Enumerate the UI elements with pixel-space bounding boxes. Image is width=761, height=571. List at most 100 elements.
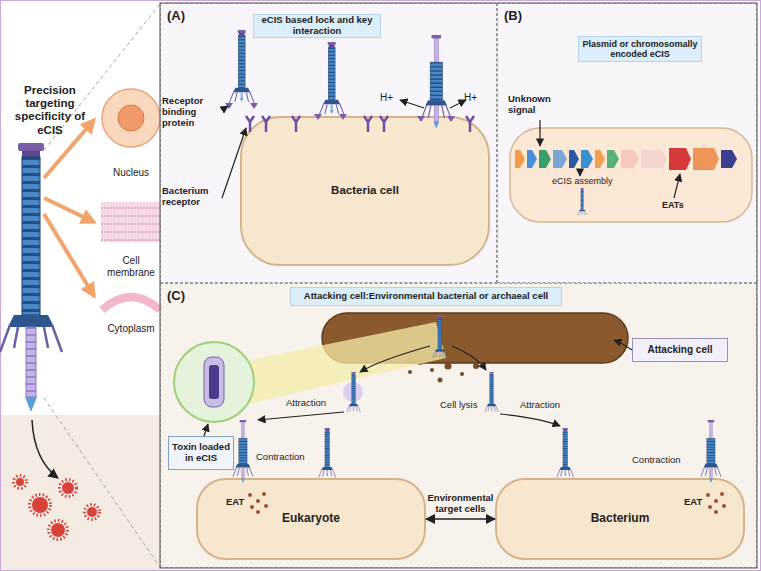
receptor-binding-protein xyxy=(417,116,455,122)
cell-debris xyxy=(408,359,490,383)
annotation-label: H+ xyxy=(380,92,393,104)
node-text: Eukaryote xyxy=(282,512,340,526)
bacterium-receptor xyxy=(246,116,474,132)
gene-cluster xyxy=(539,150,551,168)
toxin-zoom xyxy=(174,342,254,422)
node-text: (B) xyxy=(504,9,522,24)
cell-debris xyxy=(408,370,412,374)
leader-arrow xyxy=(614,340,632,350)
panel-title: Attacking cell:Environmental bacterial o… xyxy=(290,287,562,306)
nucleus-symbol xyxy=(102,89,160,147)
leader-arrow xyxy=(222,128,246,198)
ecis-glow xyxy=(343,382,363,402)
annotation-label: EATs xyxy=(662,200,684,210)
node-text: Bacterium xyxy=(591,512,650,526)
virus-particle xyxy=(85,505,100,520)
cell-box: Bacteria cell xyxy=(240,116,490,266)
target-arrow xyxy=(44,120,94,296)
node-text: (A) xyxy=(167,9,185,24)
ecis-large xyxy=(0,325,62,352)
ecis-bound xyxy=(319,428,336,477)
cell-debris xyxy=(438,378,443,383)
virus-particle xyxy=(32,497,48,513)
gene-cluster xyxy=(515,148,737,170)
gene-cluster xyxy=(569,150,579,168)
eat-particle xyxy=(708,505,712,509)
release-arrow xyxy=(32,420,58,478)
gene-cluster xyxy=(581,150,593,168)
nucleus-symbol xyxy=(118,105,144,131)
target-arrow xyxy=(44,198,94,222)
virus-particle xyxy=(51,523,65,537)
signal-arrow xyxy=(579,170,580,176)
node-text: (C) xyxy=(167,289,185,304)
eat-particle xyxy=(714,499,718,503)
annotation-label: Cell lysis xyxy=(440,400,477,411)
edge-label: Environmental target cells xyxy=(425,493,497,515)
gene-cluster xyxy=(621,150,639,168)
attraction-arrow xyxy=(258,412,344,420)
attacking-cell xyxy=(322,313,628,363)
zoom-beam xyxy=(248,322,446,404)
node-text: Attacking cell:Environmental bacterial o… xyxy=(304,291,548,302)
annotation-label: Precision targeting specificity of eCIS xyxy=(2,84,98,137)
ecis-bound xyxy=(319,42,344,115)
cell-debris xyxy=(417,359,423,365)
virus-particle xyxy=(30,495,51,516)
virus-particle xyxy=(14,476,100,540)
attraction-arrow xyxy=(452,346,486,370)
ecis-contracted xyxy=(701,420,721,483)
node-text: Cytoplasm xyxy=(107,323,154,335)
bacterium-receptor xyxy=(466,116,474,132)
node-text: Bacteria cell xyxy=(331,184,399,197)
annotation-label: Contraction xyxy=(632,455,681,466)
target-arrow xyxy=(44,214,94,296)
figure-frame xyxy=(160,3,757,568)
ecis-large xyxy=(22,151,40,157)
cell-debris xyxy=(445,363,452,370)
organelle-target: Nucleus xyxy=(100,86,162,178)
bacterium-receptor xyxy=(292,116,300,132)
panel: (C) Attacking cell:Environmental bacteria… xyxy=(160,283,757,568)
eat-particle xyxy=(256,499,260,503)
bacterium-receptor xyxy=(380,116,388,132)
ground-band xyxy=(1,415,160,570)
leader-arrow xyxy=(204,424,208,436)
callout-box: Toxin loaded in eCIS xyxy=(168,436,234,470)
signal-arrow xyxy=(540,120,680,198)
ecis-small xyxy=(577,188,586,215)
eat-particle xyxy=(722,504,726,508)
eat-particle xyxy=(250,505,254,509)
toxin-zoom xyxy=(204,357,224,407)
cell-debris xyxy=(460,372,464,376)
bacterium-receptor xyxy=(364,116,372,132)
eat-particle xyxy=(248,493,252,497)
eat-particle xyxy=(706,493,710,497)
gene-cluster xyxy=(693,148,719,170)
annotation-label: eCIS assembly xyxy=(552,176,613,186)
panel-title: Plasmid or chromosomally encoded eCIS xyxy=(578,36,702,62)
node-text: Attacking cell xyxy=(647,344,712,356)
attraction-arrow xyxy=(360,346,430,372)
attraction-arrow xyxy=(500,414,560,426)
ecis-large xyxy=(18,143,44,151)
annotation-label: EAT xyxy=(226,497,244,508)
annotation-label: Attraction xyxy=(520,400,560,411)
eat-particle xyxy=(720,492,724,496)
cell-box: Eukaryote xyxy=(196,478,426,560)
annotation-label: Contraction xyxy=(256,452,305,463)
signal-arrow xyxy=(539,120,540,146)
ecis-large xyxy=(8,315,54,327)
annotation-label: Unknown signal xyxy=(508,94,570,116)
virus-particle xyxy=(14,476,27,489)
ecis-large xyxy=(25,397,37,412)
receptor-binding-protein xyxy=(314,114,347,120)
virus-particle xyxy=(60,480,77,497)
nucleus-symbol xyxy=(100,86,162,178)
membrane-symbol xyxy=(101,202,161,242)
cell-box: Bacterium xyxy=(495,478,745,560)
